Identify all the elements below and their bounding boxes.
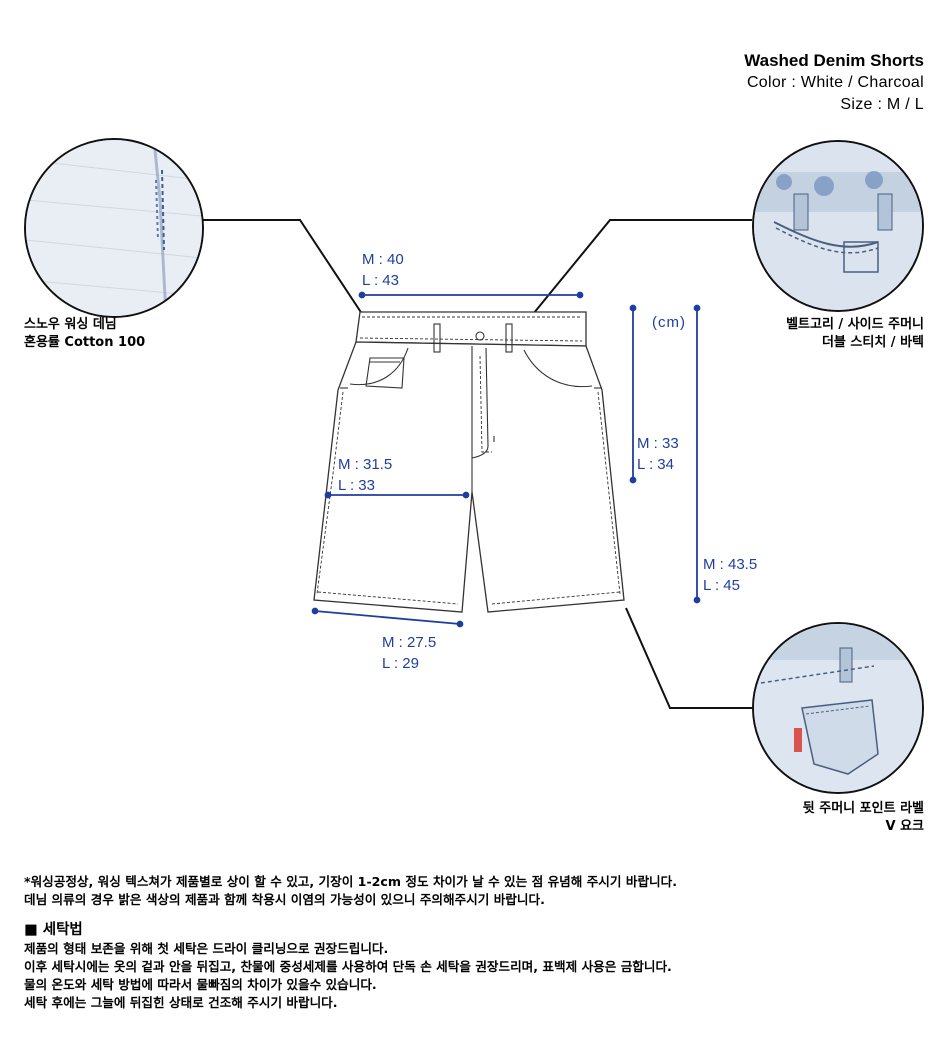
care-line-1: 제품의 형태 보존을 위해 첫 세탁은 드라이 클리닝으로 권장드립니다. bbox=[24, 941, 389, 956]
unit-label: (cm) bbox=[652, 314, 686, 331]
thigh-m: M : 31.5 bbox=[338, 456, 393, 473]
belt-callout-line1: 벨트고리 / 사이드 주머니 bbox=[786, 317, 924, 332]
shorts-outline bbox=[313, 311, 625, 613]
waist-measurement: M : 40 L : 43 bbox=[362, 249, 404, 291]
length-measurement: M : 43.5 L : 45 bbox=[703, 554, 757, 596]
waist-m: M : 40 bbox=[362, 251, 404, 268]
product-color: Color : White / Charcoal bbox=[746, 74, 924, 91]
care-line-3: 물의 온도와 세탁 방법에 따라서 물빠짐의 차이가 있을수 있습니다. bbox=[24, 977, 377, 992]
rise-measurement: M : 33 L : 34 bbox=[637, 433, 679, 475]
belt-callout-line2: 더블 스티치 / 바텍 bbox=[821, 335, 924, 350]
fabric-callout: 스노우 워싱 데님 혼용률 Cotton 100 bbox=[24, 316, 145, 352]
care-title: ■ 세탁법 bbox=[24, 922, 83, 938]
beltloop-pocket-photo bbox=[752, 140, 924, 312]
back-connector-line bbox=[625, 607, 752, 709]
rise-l: L : 34 bbox=[637, 456, 674, 473]
belt-callout: 벨트고리 / 사이드 주머니 더블 스티치 / 바텍 bbox=[786, 316, 924, 352]
hem-l: L : 29 bbox=[382, 655, 419, 672]
waist-l: L : 43 bbox=[362, 272, 399, 289]
shorts-details bbox=[340, 323, 602, 492]
belt-connector-line bbox=[519, 219, 752, 331]
hem-measure-line bbox=[314, 610, 461, 625]
shorts-stitching bbox=[316, 316, 621, 605]
product-title: Washed Denim Shorts bbox=[744, 51, 924, 70]
fabric-detail-photo bbox=[24, 138, 204, 318]
product-header: Washed Denim Shorts Color : White / Char… bbox=[744, 50, 924, 116]
rise-m: M : 33 bbox=[637, 435, 679, 452]
hem-m: M : 27.5 bbox=[382, 634, 437, 651]
back-callout-line2: V 요크 bbox=[885, 819, 924, 834]
note-line-2: 데님 의류의 경우 밝은 색상의 제품과 함께 착용시 이염의 가능성이 있으니… bbox=[24, 892, 545, 907]
hem-measurement: M : 27.5 L : 29 bbox=[382, 632, 436, 674]
thigh-l: L : 33 bbox=[338, 477, 375, 494]
thigh-measurement: M : 31.5 L : 33 bbox=[338, 454, 392, 496]
length-l: L : 45 bbox=[703, 577, 740, 594]
back-callout: 뒷 주머니 포인트 라벨 V 요크 bbox=[803, 800, 924, 836]
care-line-2: 이후 세탁시에는 옷의 겉과 안을 뒤집고, 찬물에 중성세제를 사용하여 단독… bbox=[24, 959, 672, 974]
product-size: Size : M / L bbox=[840, 96, 924, 113]
fabric-callout-line2: 혼용률 Cotton 100 bbox=[24, 335, 146, 350]
back-callout-line1: 뒷 주머니 포인트 라벨 bbox=[802, 801, 924, 816]
note-line-1: *워싱공정상, 워싱 텍스쳐가 제품별로 상이 할 수 있고, 기장이 1-2c… bbox=[24, 874, 677, 889]
fabric-callout-line1: 스노우 워싱 데님 bbox=[24, 317, 117, 332]
care-line-4: 세탁 후에는 그늘에 뒤집힌 상태로 건조해 주시기 바랍니다. bbox=[24, 995, 338, 1010]
length-m: M : 43.5 bbox=[703, 556, 758, 573]
measurement-lines bbox=[311, 291, 701, 628]
fabric-connector-line bbox=[200, 219, 375, 333]
back-pocket-photo bbox=[752, 622, 924, 794]
notes-section: *워싱공정상, 워싱 텍스쳐가 제품별로 상이 할 수 있고, 기장이 1-2c… bbox=[24, 873, 934, 1012]
